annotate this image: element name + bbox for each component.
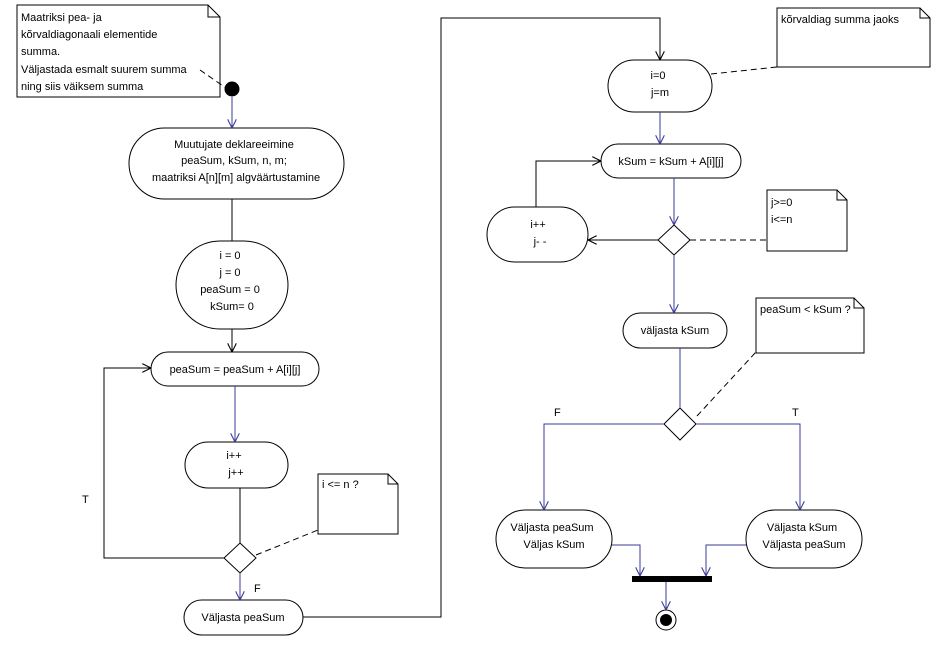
note-compare: peaSum < kSum ? [755,297,865,354]
activity-line: Väljasta peaSum [762,539,845,551]
activity-declare: Muutujate deklareeimine peaSum, kSum, n,… [128,127,345,200]
note-intro: Maatriksi pea- ja kõrvaldiagonaali eleme… [16,4,221,98]
note-intro-line: Väljastada esmalt suurem summa [21,64,188,76]
activity-out-pea: Väljasta peaSum [183,599,304,636]
activity-out-false-text: Väljasta peaSum Väljas kSum [510,518,597,551]
note-intro-line: summa. [21,46,60,58]
guard-label-compare-false: F [554,407,561,419]
note-second-diag: kõrvaldiag summa jaoks [776,7,931,68]
activity-out-false: Väljasta peaSum Väljas kSum [495,509,613,569]
activity-k-add-text: kSum = kSum + A[i][j] [618,156,723,168]
activity-line: i++ [530,219,545,231]
activity-line: Väljasta peaSum [510,522,593,534]
note-intro-anchor [199,69,227,89]
activity-line: Väljasta kSum [767,522,837,534]
edge-out-true-join [706,544,746,576]
activity-pea-add-text: peaSum = peaSum + A[i][j] [170,364,301,376]
activity-line: i=0 [651,70,666,82]
activity-inc1: i++ j++ [184,441,289,489]
note-loop-cond2-line: j>=0 [770,197,792,209]
activity-out-pea-text: Väljasta peaSum [201,612,284,624]
activity-line: i++ [226,450,241,462]
edge-compare-true [696,423,800,510]
activity-inc1-text: i++ j++ [226,446,245,479]
activity-line: Muutujate deklareeimine [174,139,294,151]
decision-loop1 [223,542,257,574]
join-bar [632,576,712,582]
note-intro-line: Maatriksi pea- ja [21,12,103,24]
activity-line: i = 0 [219,250,240,262]
note-second-diag-anchor [710,66,778,75]
note-intro-text: Maatriksi pea- ja kõrvaldiagonaali eleme… [21,8,191,93]
note-loop-cond2-text: j>=0 i<=n [770,193,796,226]
activity-init2: i=0 j=m [607,59,713,113]
activity-line: j = 0 [218,267,240,279]
activity-line: j=m [650,87,669,99]
guard-label-loop1-false: F [254,583,261,595]
activity-line: peaSum, kSum, n, m; [181,155,287,167]
activity-line: maatriksi A[n][m] algväärtustamine [152,172,320,184]
edge-decision1-loop-back [103,368,224,559]
activity-init1: i = 0 j = 0 peaSum = 0 kSum= 0 [175,240,289,330]
final-node [655,609,677,631]
note-second-diag-text: kõrvaldiag summa jaoks [781,14,899,26]
activity-init1-text: i = 0 j = 0 peaSum = 0 kSum= 0 [200,246,264,313]
decision-loop2 [657,224,691,256]
activity-init2-text: i=0 j=m [650,66,670,99]
edge-inc2-k-add [535,161,601,207]
activity-line: j- - [533,236,547,248]
activity-line: j++ [227,467,243,479]
activity-inc2-text: i++ j- - [530,215,549,248]
note-intro-line: kõrvaldiagonaali elementide [21,29,157,41]
activity-out-k-text: väljasta kSum [641,325,709,337]
guard-label-loop1-true: T [82,494,89,506]
note-loop-cond1-anchor [255,529,319,556]
edge-out-pea-init2 [303,17,660,618]
decision-compare [663,407,697,441]
activity-declare-text: Muutujate deklareeimine peaSum, kSum, n,… [152,135,320,184]
activity-out-k: väljasta kSum [622,312,728,349]
edge-compare-false [544,423,664,510]
note-loop-cond1: i <= n ? [317,473,399,535]
activity-line: peaSum = 0 [200,284,260,296]
activity-out-true: Väljasta kSum Väljasta peaSum [745,509,863,569]
activity-line: Väljas kSum [523,539,584,551]
activity-out-true-text: Väljasta kSum Väljasta peaSum [762,518,845,551]
activity-line: kSum= 0 [210,301,254,313]
guard-label-compare-true: T [792,407,799,419]
edge-out-false-join [612,544,640,576]
note-loop-cond1-text: i <= n ? [322,479,359,491]
activity-k-add: kSum = kSum + A[i][j] [600,143,742,179]
note-compare-text: peaSum < kSum ? [760,304,851,316]
activity-inc2: i++ j- - [486,206,589,263]
note-loop-cond2: j>=0 i<=n [766,189,848,252]
note-compare-anchor [696,351,757,417]
activity-pea-add: peaSum = peaSum + A[i][j] [150,351,320,387]
note-loop-cond2-line: i<=n [771,214,792,226]
note-intro-line: ning siis väiksem summa [21,81,144,93]
start-node [224,81,240,97]
